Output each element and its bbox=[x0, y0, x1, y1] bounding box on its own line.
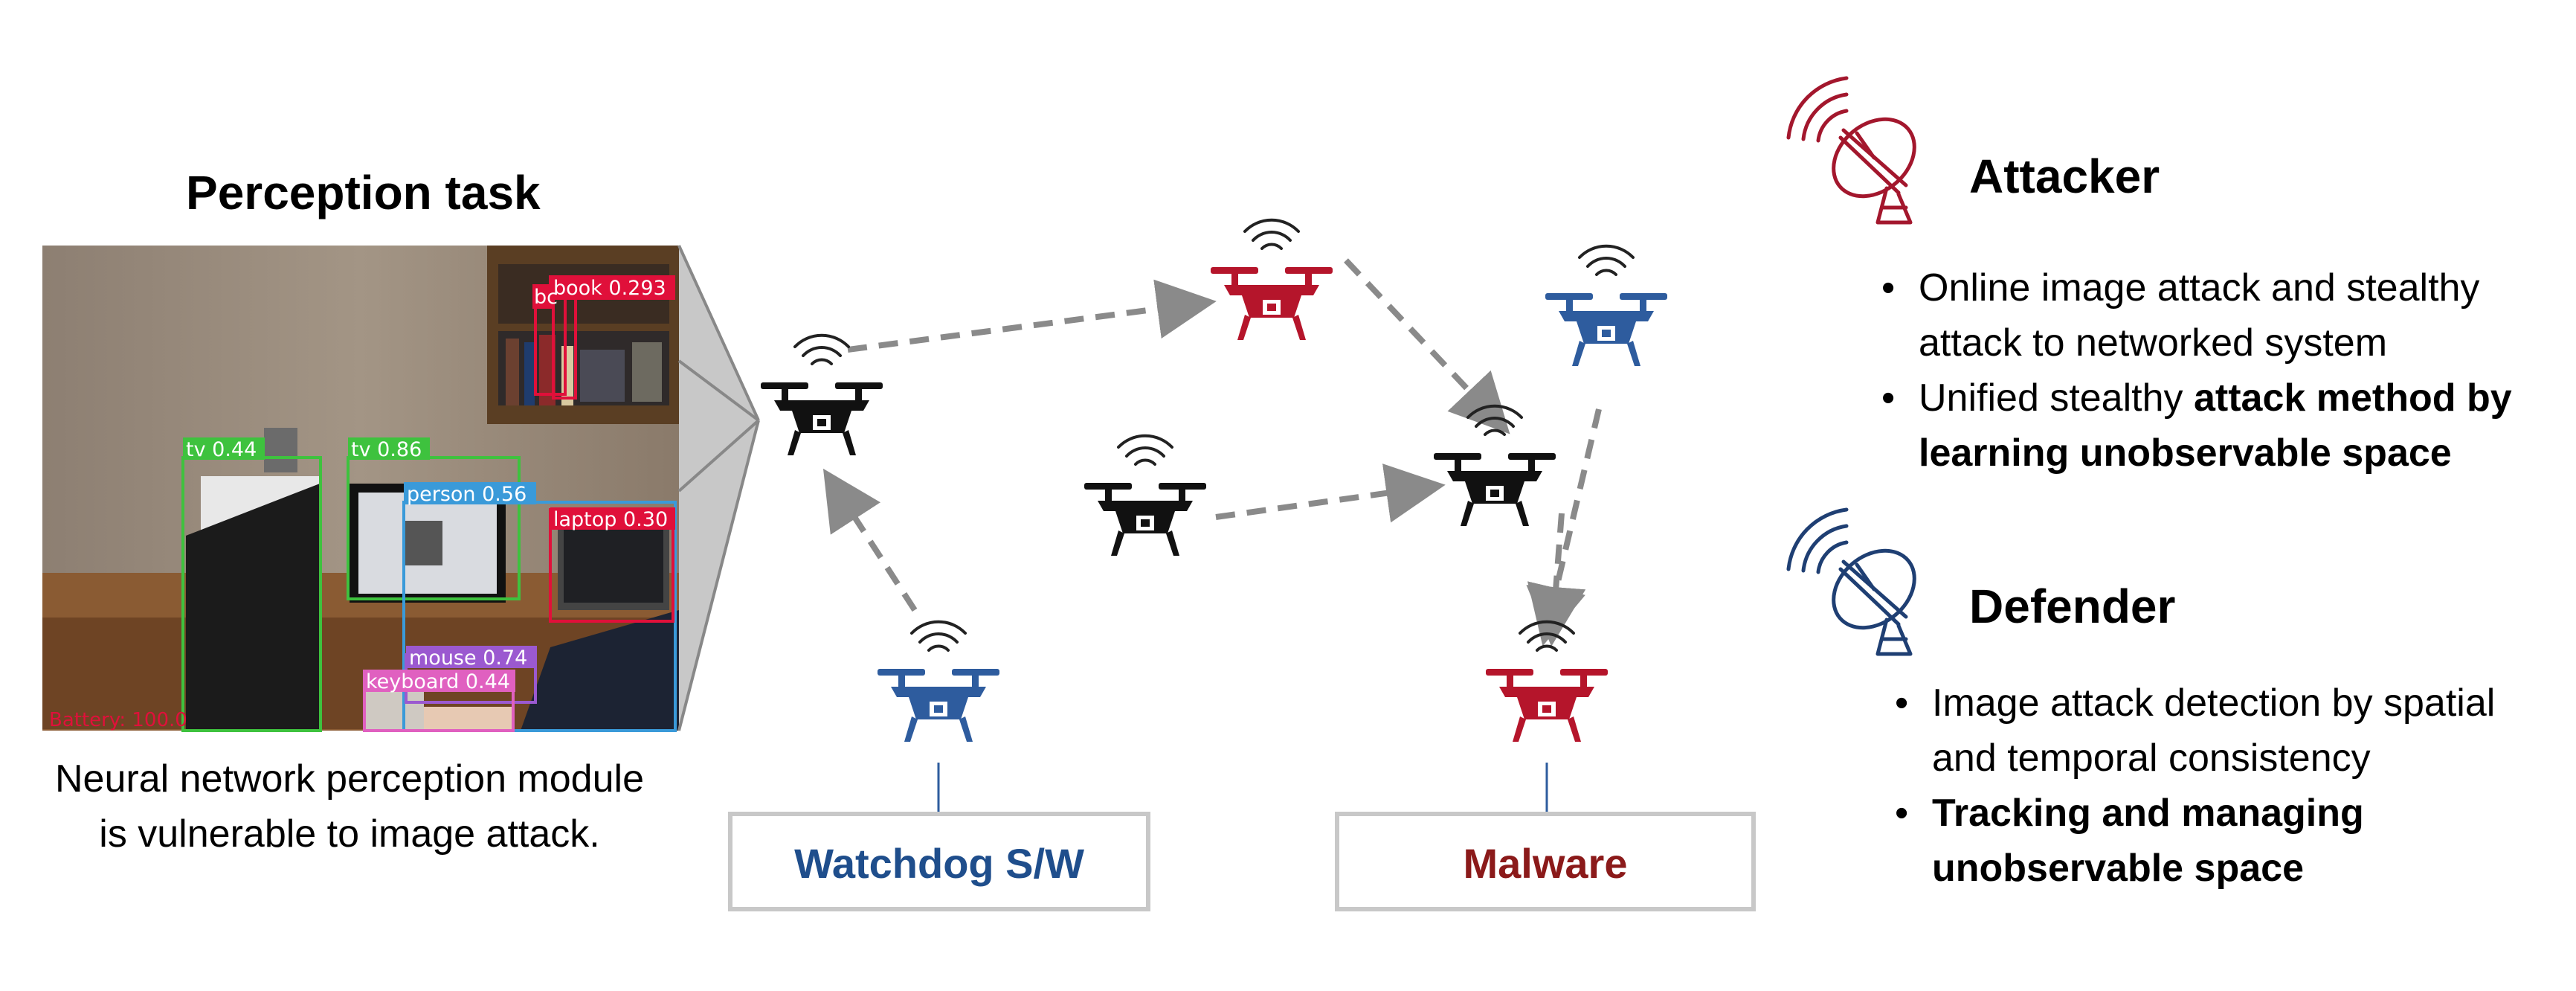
attacker-antenna-icon bbox=[1788, 78, 1930, 222]
arrow-center-to-malware bbox=[1526, 513, 1586, 647]
caption-line-1: Neural network perception module bbox=[55, 757, 644, 801]
defender-bullet-2-cont: unobservable space bbox=[1932, 847, 2304, 890]
defender-antenna-icon bbox=[1788, 510, 1930, 654]
defender-bullet-1-cont: and temporal consistency bbox=[1932, 737, 2371, 780]
attacker-bullet-1: •Online image attack and stealthy bbox=[1881, 266, 2480, 310]
attacker-bullet-2-cont: learning unobservable space bbox=[1919, 432, 2452, 475]
perception-caption: Neural network perception module is vuln… bbox=[15, 751, 684, 862]
detection-label: keyboard 0.44 bbox=[366, 670, 510, 693]
attacker-bullet-1-cont: attack to networked system bbox=[1919, 321, 2388, 365]
defender-bullet-2: •Tracking and managing bbox=[1895, 792, 2364, 835]
drone-icon bbox=[1211, 267, 1333, 340]
communication-arrows bbox=[822, 258, 1602, 647]
attacker-bullet-2: •Unified stealthy attack method by bbox=[1881, 376, 2512, 420]
detection-label: person 0.56 bbox=[407, 483, 527, 506]
defender-bullet-1: •Image attack detection by spatial bbox=[1895, 681, 2496, 725]
arrow-to-center-drone bbox=[1344, 258, 1510, 434]
black-drone-center-icon bbox=[1434, 404, 1556, 526]
attacker-title: Attacker bbox=[1969, 150, 2160, 203]
detection-label: laptop 0.30 bbox=[553, 508, 668, 531]
drone-icon bbox=[1545, 293, 1667, 366]
detection-label: mouse 0.74 bbox=[409, 647, 527, 670]
drone-icon bbox=[761, 382, 883, 455]
detection-label: tv 0.44 bbox=[186, 438, 257, 461]
arrow-to-red-drone bbox=[847, 279, 1217, 353]
watchdog-label: Watchdog S/W bbox=[794, 840, 1084, 887]
wifi-icon bbox=[1578, 244, 1635, 276]
perception-title: Perception task bbox=[186, 166, 541, 219]
red-drone-top-icon bbox=[1211, 218, 1333, 340]
arrow-watchdog-to-drone bbox=[822, 468, 918, 612]
attacker-bullet-list: •Online image attack and stealthy attack… bbox=[1881, 260, 2512, 481]
drone-icon bbox=[1434, 453, 1556, 526]
wifi-icon bbox=[910, 620, 967, 652]
detection-label: tv 0.86 bbox=[351, 438, 422, 461]
black-drone-middle-icon bbox=[1084, 434, 1206, 556]
black-drone-left-icon bbox=[761, 333, 883, 455]
defender-bullet-list: •Image attack detection by spatial and t… bbox=[1895, 676, 2495, 896]
drone-icon bbox=[1084, 483, 1206, 556]
red-drone-malware-icon bbox=[1486, 620, 1608, 742]
perception-image: book 0.293 bc tv 0.44 tv 0.86 person 0.5… bbox=[42, 246, 679, 732]
detection-label: book 0.293 bbox=[553, 277, 666, 300]
caption-line-2: is vulnerable to image attack. bbox=[99, 812, 600, 856]
drone-icon bbox=[878, 669, 999, 742]
wifi-icon bbox=[1466, 404, 1523, 436]
wifi-icon bbox=[793, 333, 850, 365]
wifi-icon bbox=[1243, 218, 1300, 250]
zoom-funnel bbox=[677, 245, 760, 731]
malware-label: Malware bbox=[1464, 840, 1628, 887]
arrow-black-to-center bbox=[1215, 464, 1446, 523]
drone-icon bbox=[1486, 669, 1608, 742]
defender-title: Defender bbox=[1969, 580, 2176, 633]
blue-drone-watchdog-icon bbox=[878, 620, 999, 742]
arrow-to-malware-drone bbox=[1527, 408, 1602, 647]
watchdog-box bbox=[728, 812, 1150, 911]
detection-label: bc bbox=[534, 286, 558, 309]
malware-box bbox=[1335, 812, 1756, 911]
wifi-icon bbox=[1117, 434, 1173, 466]
battery-label: Battery: 100.0 bbox=[49, 709, 187, 731]
blue-drone-right-icon bbox=[1545, 244, 1667, 366]
